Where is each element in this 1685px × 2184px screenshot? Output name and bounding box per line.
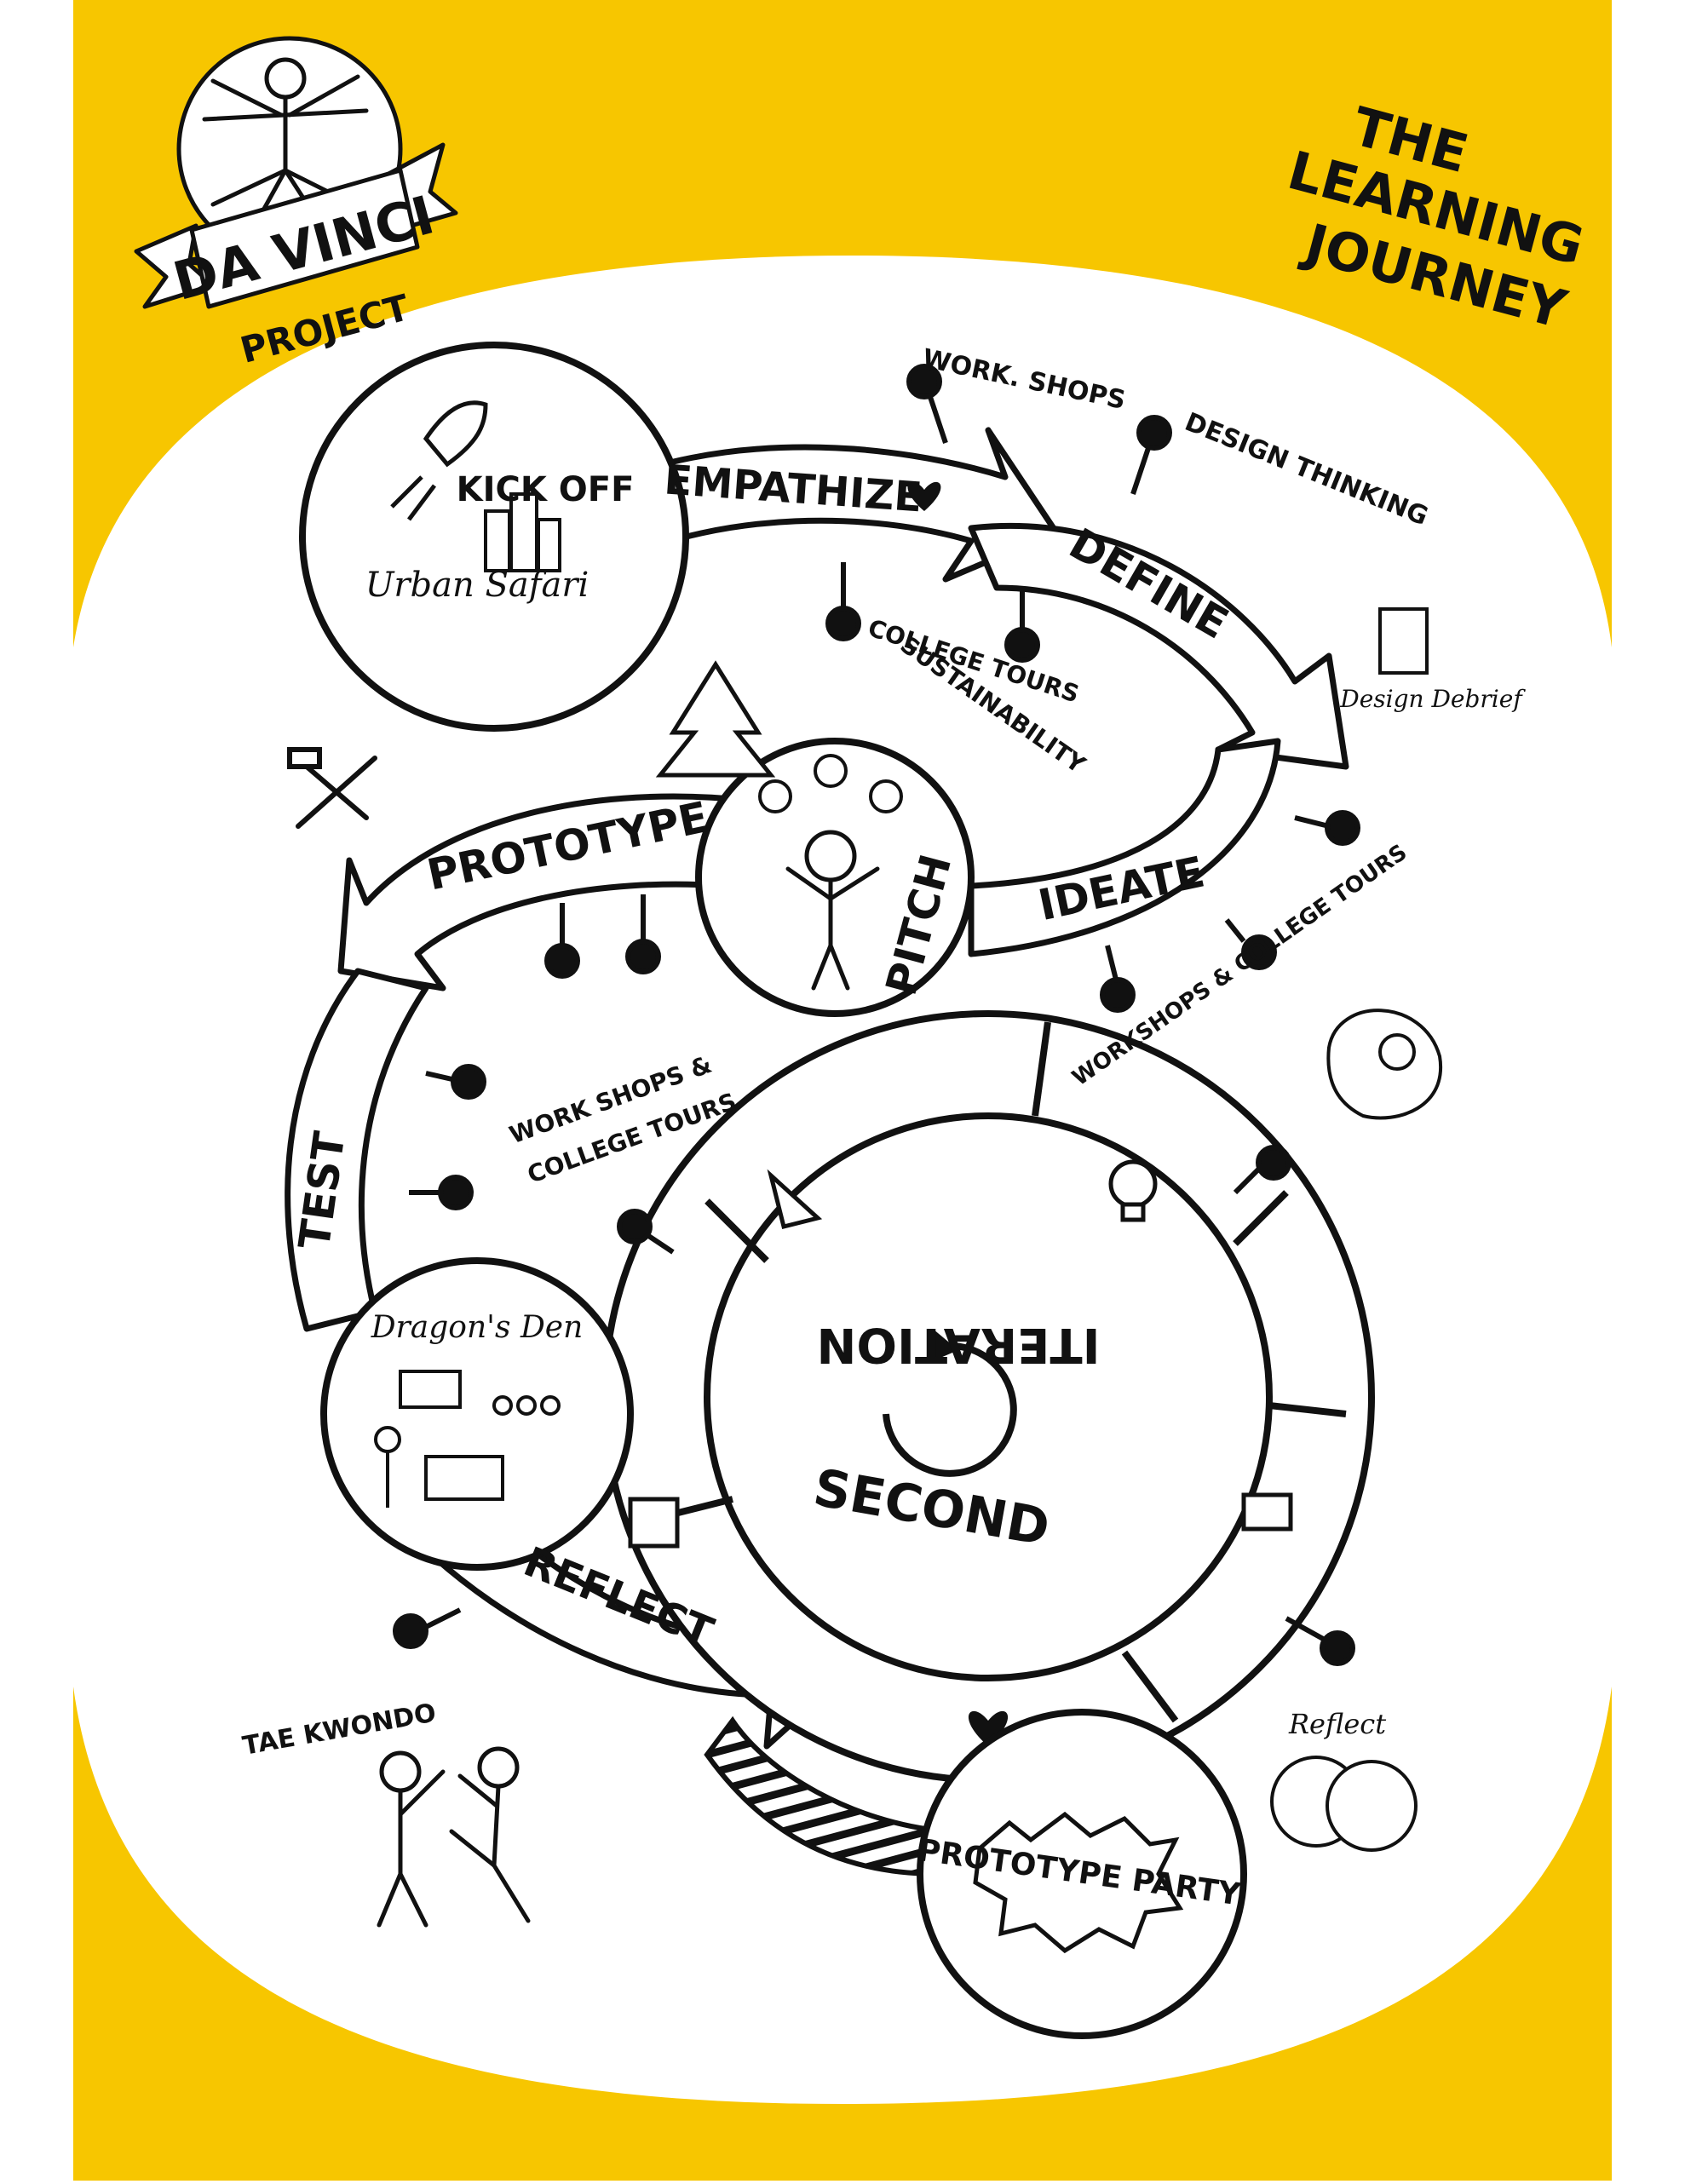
design-debrief-label: Design Debrief [1339,685,1526,713]
iteration-label: ITERATION [817,1317,1101,1372]
band-test [285,968,429,1332]
party-burst-icon [973,1811,1184,1954]
debrief-document-icon [1378,607,1429,675]
journey-path [285,427,1349,1750]
pitch-person-icon [785,830,880,991]
pitch-lightbulbs-icon [758,754,903,813]
tools-icon [287,747,377,829]
taekwondo-kids-icon [377,1746,531,1928]
notes-icon [1241,1492,1293,1532]
lightbulb-icon [1108,1159,1158,1222]
heart-icon [968,1710,1009,1746]
checkbox-icon [628,1497,680,1549]
rocket-icon [390,400,488,521]
kickoff-label: KICK OFF [457,470,635,509]
iteration-arrow [883,1342,1017,1477]
logo-head [264,57,307,100]
urban-safari-label: Urban Safari [365,566,589,605]
band-empathize [576,427,1060,583]
iteration-arrowhead [929,1329,958,1363]
second-iteration-wheel [601,1010,1375,1784]
city-skyline-icon [484,492,561,572]
band-define [968,522,1349,770]
dragons-den-scene-icon [374,1370,561,1508]
station-dragons-den [320,1257,634,1571]
dragons-den-label: Dragon's Den [371,1310,584,1345]
empathize-heart-icon [907,481,941,511]
band-ideate [968,738,1281,957]
band-prototype [337,793,753,991]
wheel-inner [704,1112,1273,1681]
paper-plane-icon [767,1169,823,1230]
thinking-head-icon [1326,1009,1443,1120]
tree-icon [655,660,776,778]
reflect-small-label: Reflect [1288,1708,1386,1740]
activity-pins [393,364,1360,1666]
da-vinci-logo [134,36,458,309]
reflect-faces-icon [1270,1756,1418,1852]
